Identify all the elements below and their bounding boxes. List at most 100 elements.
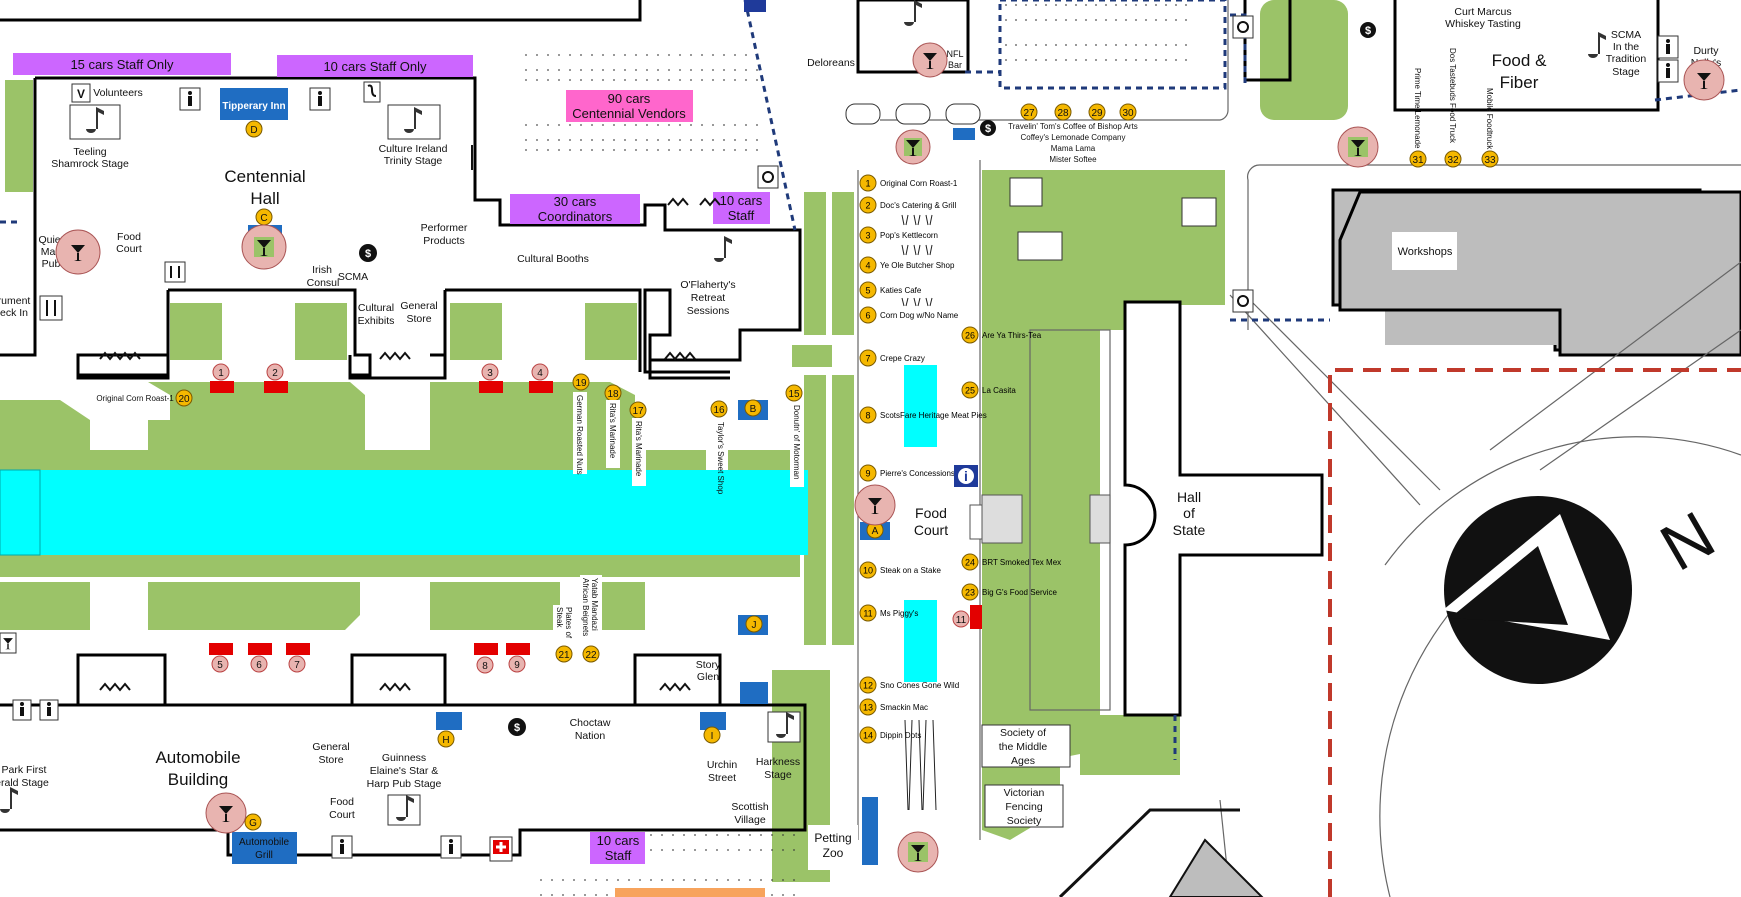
svg-text:Food: Food bbox=[915, 505, 947, 521]
svg-text:Consul: Consul bbox=[307, 277, 340, 289]
vendor-number: 5 bbox=[865, 286, 870, 296]
svg-text:90 cars: 90 cars bbox=[608, 91, 651, 106]
vendor-name: Dippin Dots bbox=[880, 731, 921, 740]
svg-text:Court: Court bbox=[116, 243, 142, 255]
svg-text:Urchin: Urchin bbox=[707, 759, 738, 771]
svg-text:Scottish: Scottish bbox=[731, 801, 769, 813]
svg-text:Petting: Petting bbox=[814, 831, 851, 845]
svg-text:V: V bbox=[77, 87, 85, 101]
svg-text:Products: Products bbox=[423, 235, 464, 247]
svg-text:Court: Court bbox=[329, 809, 355, 821]
crowd-figures bbox=[901, 214, 937, 811]
svg-text:Deloreans: Deloreans bbox=[807, 57, 855, 69]
svg-text:2: 2 bbox=[272, 368, 278, 379]
svg-text:15: 15 bbox=[788, 389, 800, 400]
booth-numbers: 1 2 3 4 5 6 7 8 9 11 bbox=[211, 363, 970, 674]
svg-text:3: 3 bbox=[487, 368, 493, 379]
svg-text:15 cars Staff Only: 15 cars Staff Only bbox=[70, 57, 174, 72]
vendor-marker bbox=[961, 583, 979, 601]
svg-text:C: C bbox=[260, 213, 267, 224]
svg-text:Quiet: Quiet bbox=[38, 234, 63, 246]
vendor-name: Pierre's Concessions bbox=[880, 469, 955, 478]
svg-text:Bar: Bar bbox=[948, 60, 962, 70]
svg-text:29: 29 bbox=[1091, 108, 1103, 119]
vendor-number: 14 bbox=[863, 731, 873, 741]
svg-text:Store: Store bbox=[318, 754, 343, 766]
vendor-name: Ye Ole Butcher Shop bbox=[880, 261, 955, 270]
svg-text:Zoo: Zoo bbox=[823, 846, 844, 860]
svg-text:the Middle: the Middle bbox=[999, 741, 1048, 753]
vendor-name: La Casita bbox=[982, 386, 1016, 395]
lawn-structures bbox=[981, 177, 1217, 828]
svg-text:Mister Softee: Mister Softee bbox=[1049, 155, 1097, 164]
parking-staff-10c: 10 cars Staff bbox=[590, 832, 645, 864]
stairs bbox=[969, 494, 1111, 544]
svg-text:SCMA: SCMA bbox=[1611, 29, 1641, 41]
booths bbox=[209, 381, 982, 655]
vendor-marker bbox=[859, 174, 877, 192]
svg-text:Grill: Grill bbox=[255, 850, 273, 861]
parking-staff-10b: 10 cars Staff bbox=[713, 192, 770, 224]
svg-text:10 cars: 10 cars bbox=[597, 833, 640, 848]
svg-text:Glen: Glen bbox=[697, 671, 719, 683]
road-edge bbox=[1058, 808, 1240, 897]
svg-text:$: $ bbox=[365, 248, 371, 260]
svg-text:NFL: NFL bbox=[946, 49, 963, 59]
svg-text:Harp Pub Stage: Harp Pub Stage bbox=[367, 778, 442, 790]
phone-icon bbox=[363, 81, 381, 103]
svg-text:SCMA: SCMA bbox=[338, 271, 368, 283]
svg-text:Travelin' Tom's Coffee of Bish: Travelin' Tom's Coffee of Bishop Arts bbox=[1008, 122, 1138, 131]
svg-text:10 cars: 10 cars bbox=[720, 193, 763, 208]
svg-text:31: 31 bbox=[1412, 155, 1424, 166]
svg-text:Story: Story bbox=[696, 659, 721, 671]
vendor-name: Pop's Kettlecorn bbox=[880, 231, 938, 240]
svg-text:1: 1 bbox=[218, 368, 224, 379]
svg-text:Shamrock Stage: Shamrock Stage bbox=[51, 158, 129, 170]
vendor-number: 2 bbox=[865, 201, 870, 211]
svg-text:$: $ bbox=[514, 722, 520, 734]
volunteer-v-icon: V bbox=[71, 83, 91, 103]
tipperary-inn: Tipperary Inn bbox=[220, 88, 288, 120]
vendor-number: 8 bbox=[865, 411, 870, 421]
svg-text:Sessions: Sessions bbox=[687, 305, 730, 317]
svg-text:$: $ bbox=[985, 123, 991, 135]
svg-text:Centennial Vendors: Centennial Vendors bbox=[572, 106, 686, 121]
svg-text:Food: Food bbox=[117, 231, 141, 243]
svg-text:$: $ bbox=[1365, 25, 1371, 37]
fountain-2 bbox=[904, 600, 937, 682]
svg-text:erald Stage: erald Stage bbox=[0, 777, 49, 789]
svg-text:Teeling: Teeling bbox=[73, 146, 106, 158]
svg-text:Culture Ireland: Culture Ireland bbox=[379, 143, 448, 155]
svg-text:30: 30 bbox=[1122, 108, 1134, 119]
svg-text:Steak: Steak bbox=[555, 607, 564, 628]
hall-of-state-building bbox=[1123, 300, 1324, 717]
parking-staff-15: 15 cars Staff Only bbox=[13, 53, 231, 75]
reflecting-pool bbox=[0, 470, 808, 555]
svg-text:Choctaw: Choctaw bbox=[570, 717, 611, 729]
svg-text:Curt Marcus: Curt Marcus bbox=[1454, 6, 1511, 18]
vendor-marker bbox=[961, 381, 979, 399]
vendor-number: 26 bbox=[965, 331, 975, 341]
parking-coordinators: 30 cars Coordinators bbox=[510, 194, 640, 224]
svg-text:Tradition: Tradition bbox=[1606, 53, 1647, 65]
whiskey-area-boundary bbox=[998, 0, 1227, 90]
event-boundary bbox=[1328, 368, 1741, 897]
svg-text:Harkness: Harkness bbox=[756, 756, 800, 768]
vendor-marker bbox=[859, 281, 877, 299]
hall-of-state-title-2: of bbox=[1183, 505, 1195, 521]
parking-staff-10: 10 cars Staff Only bbox=[277, 55, 473, 77]
vendor-name: Smackin Mac bbox=[880, 703, 928, 712]
vendor-number: 13 bbox=[863, 703, 873, 713]
centennial-hall-title-2: Hall bbox=[250, 189, 279, 208]
vendor-name: Are Ya Thirs-Tea bbox=[982, 331, 1042, 340]
svg-text:I: I bbox=[711, 731, 714, 742]
svg-text:rument: rument bbox=[0, 295, 30, 307]
svg-text:Dos Tastebuds Food Truck: Dos Tastebuds Food Truck bbox=[1448, 48, 1457, 144]
svg-text:Victorian: Victorian bbox=[1004, 787, 1045, 799]
hall-of-state-title-3: State bbox=[1173, 522, 1206, 538]
